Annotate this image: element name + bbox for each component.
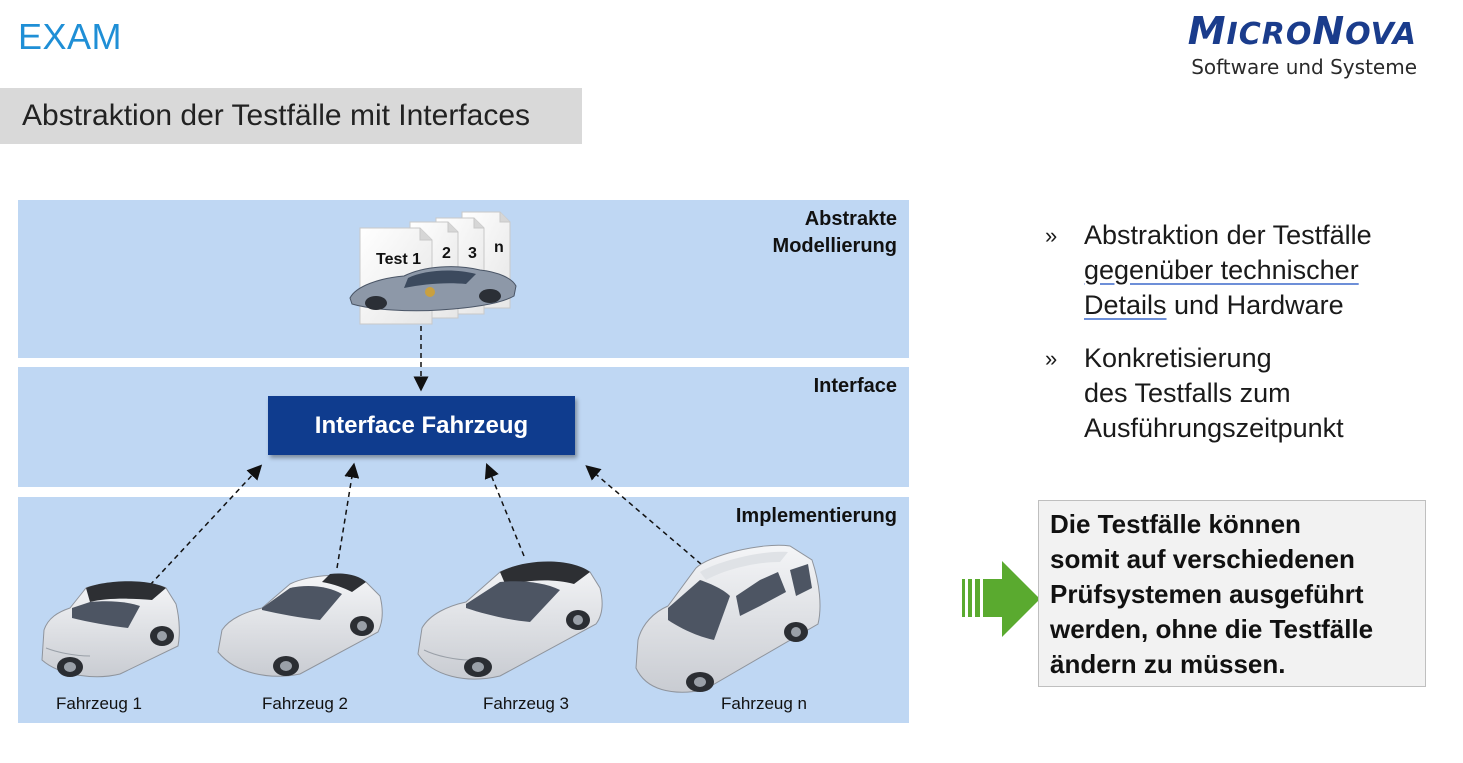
layer-label-interface: Interface [813,375,897,397]
section-label: EXAM [18,16,123,57]
interface-fahrzeug-box: Interface Fahrzeug [268,396,575,455]
slide-title: Abstraktion der Testfälle mit Interfaces [22,99,531,132]
company-logo: MICRONOVA Software und Systeme [1188,10,1417,78]
vehicle-n-label: Fahrzeug n [721,694,807,713]
vehicle-2-label: Fahrzeug 2 [262,694,348,713]
callout-line: ändern zu müssen. [1050,649,1286,679]
bullet-item: » Konkretisierung des Testfalls zum Ausf… [1045,343,1344,443]
vehicle-3-label: Fahrzeug 3 [483,694,569,713]
logo-wordmark: MICRONOVA [1187,9,1417,53]
conclusion-callout: Die Testfälle können somit auf verschied… [1038,500,1426,687]
layer-label-implementation: Implementierung [735,505,897,527]
bullet-item: » Abstraktion der Testfälle gegenüber te… [1045,220,1372,320]
layer-implementation: Implementierung [18,497,909,723]
callout-line: werden, ohne die Testfälle [1050,614,1374,644]
bullet-marker-icon: » [1045,223,1058,248]
slide-title-bar: Abstraktion der Testfälle mit Interfaces [0,88,582,144]
bullet-marker-icon: » [1045,346,1058,371]
vehicle-1-label: Fahrzeug 1 [56,694,142,713]
callout-line: Prüfsystemen ausgeführt [1050,579,1364,609]
bullet-list: » Abstraktion der Testfälle gegenüber te… [1045,218,1425,464]
logo-tagline: Software und Systeme [1191,55,1417,79]
layer-abstract-modelling: Abstrakte Modellierung [18,200,909,358]
layer-label-abstract: Abstrakte Modellierung [772,208,897,257]
callout-line: Die Testfälle können [1050,509,1301,539]
callout-line: somit auf verschiedenen [1050,544,1355,574]
green-arrow-icon [962,561,1040,637]
